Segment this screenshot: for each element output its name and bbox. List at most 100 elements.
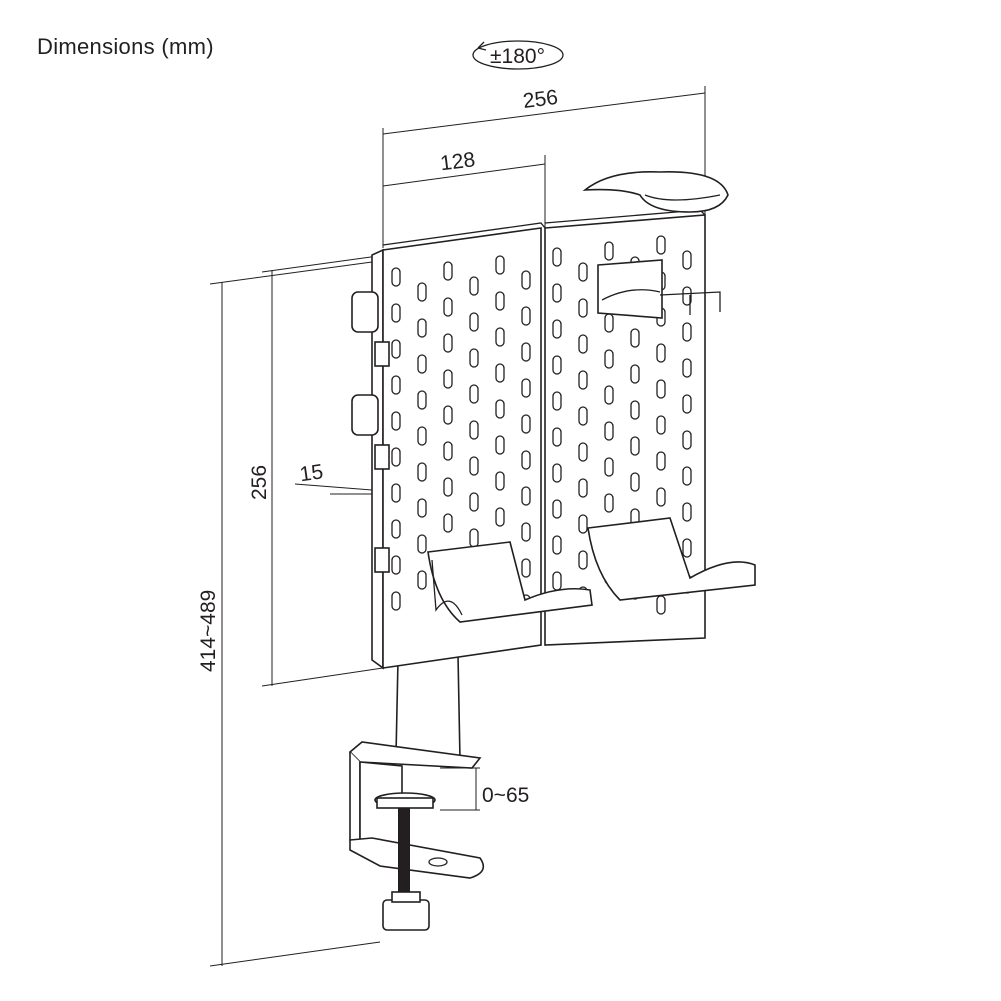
pegboard-slot	[443, 333, 453, 353]
pegboard-slot	[469, 312, 479, 332]
pegboard-slot	[682, 394, 692, 414]
pegboard-slot	[604, 493, 614, 513]
pegboard-slot	[495, 327, 505, 347]
pegboard-slot	[391, 375, 401, 395]
pegboard-slot	[656, 343, 666, 363]
pegboard-slot	[443, 297, 453, 317]
pegboard-slot	[417, 462, 427, 482]
pegboard-slot	[578, 406, 588, 426]
side-clips	[351, 291, 390, 573]
pegboard-slot	[495, 435, 505, 455]
dimension-total-width: 256	[382, 86, 706, 248]
pegboard-slot	[391, 447, 401, 467]
pegboard-slot	[495, 363, 505, 383]
pegboard-slot	[495, 507, 505, 527]
pegboard-slot	[604, 457, 614, 477]
pegboard-slot	[604, 241, 614, 261]
dimension-panel-height: 256	[248, 255, 384, 687]
pegboard-slot	[521, 486, 531, 506]
desk-clamp	[348, 741, 485, 931]
pegboard-slot	[682, 250, 692, 270]
pegboard-slot	[469, 276, 479, 296]
pegboard-slot	[417, 570, 427, 590]
pegboard-slot	[417, 498, 427, 518]
rotation-label: ±180°	[490, 45, 545, 68]
pegboard-slot	[604, 385, 614, 405]
pegboard-slot	[578, 550, 588, 570]
pegboard-slot	[469, 456, 479, 476]
pegboard-slot	[443, 405, 453, 425]
pegboard-slot	[656, 487, 666, 507]
pegboard-slot	[391, 267, 401, 287]
panel-height-label: 256	[248, 465, 271, 500]
pegboard-slot	[604, 349, 614, 369]
pegboard-slot	[443, 369, 453, 389]
pegboard-slot	[443, 441, 453, 461]
pegboard-slot	[521, 270, 531, 290]
pegboard-slot	[495, 255, 505, 275]
pegboard-slot	[630, 400, 640, 420]
pegboard-slot	[578, 298, 588, 318]
controller-holders	[427, 517, 756, 623]
pegboard-slot	[417, 390, 427, 410]
pegboard-slot	[552, 247, 562, 267]
pegboard-slot	[417, 354, 427, 374]
pegboard-slot	[521, 378, 531, 398]
pegboard-slot	[578, 478, 588, 498]
pegboard-slot	[578, 514, 588, 534]
cable-holder	[597, 259, 721, 319]
dimension-offset: 15	[294, 460, 373, 495]
pegboard-slot	[630, 364, 640, 384]
pegboard-slot	[552, 535, 562, 555]
headphone-hook	[582, 171, 729, 213]
pegboard-slot	[469, 420, 479, 440]
pegboard-slot	[630, 436, 640, 456]
pegboard-slot	[521, 414, 531, 434]
pegboard-slot	[521, 306, 531, 326]
pegboard-slot	[578, 370, 588, 390]
diagram-title: Dimensions (mm)	[37, 34, 214, 59]
dimension-panel-width: 128	[382, 148, 546, 228]
pegboard-slot	[521, 450, 531, 470]
pegboard-slot	[656, 451, 666, 471]
rotation-icon: ±180°	[472, 40, 564, 70]
pole	[395, 654, 461, 764]
panel-width-label: 128	[439, 148, 477, 175]
pegboard-slot	[391, 483, 401, 503]
clamp-range-label: 0~65	[482, 784, 529, 807]
pegboard-slot	[391, 303, 401, 323]
pegboard-slot	[682, 286, 692, 306]
pegboard-slot	[682, 358, 692, 378]
pegboard-slot	[552, 499, 562, 519]
pegboard-slot	[521, 558, 531, 578]
pegboard-slot	[417, 318, 427, 338]
pegboard-slot	[630, 472, 640, 492]
pegboard-slot	[391, 591, 401, 611]
pegboard-slot	[552, 463, 562, 483]
pegboard-slot	[521, 342, 531, 362]
pegboard-slot	[391, 519, 401, 539]
pegboard-slot	[495, 291, 505, 311]
pegboard-slot	[578, 334, 588, 354]
dimension-total-height: 414~489	[197, 261, 381, 967]
pegboard-slot	[656, 235, 666, 255]
pegboard-slot	[417, 534, 427, 554]
pegboard-slot	[391, 339, 401, 359]
pegboard-slot	[578, 442, 588, 462]
pegboard-slot	[391, 555, 401, 575]
pegboard-slot	[682, 322, 692, 342]
pegboard-slot	[469, 492, 479, 512]
pegboard-slot	[469, 384, 479, 404]
pegboard-slot	[682, 538, 692, 558]
dimension-clamp-range: 0~65	[440, 767, 529, 811]
pegboard-slot	[521, 522, 531, 542]
total-width-label: 256	[522, 86, 560, 113]
pegboard-slot	[552, 283, 562, 303]
pegboard-slot	[495, 471, 505, 491]
pegboard-slot	[630, 328, 640, 348]
pegboard-slot	[391, 411, 401, 431]
pegboard-slot	[604, 421, 614, 441]
offset-label: 15	[298, 460, 324, 486]
pegboard-slot	[682, 430, 692, 450]
